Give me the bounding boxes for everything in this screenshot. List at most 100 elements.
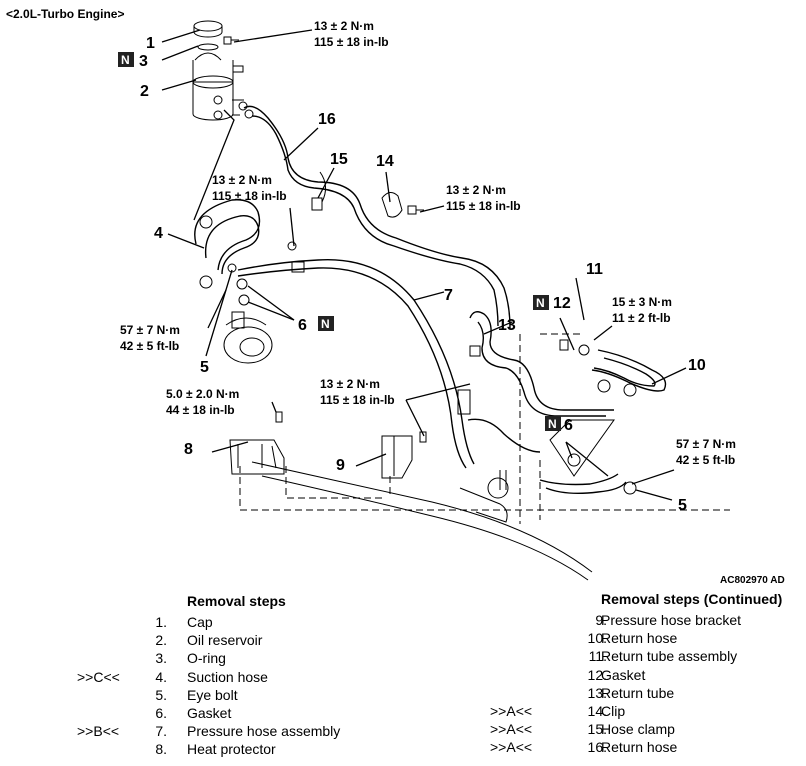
- torque-imperial: 115 ± 18 in-lb: [212, 189, 287, 203]
- return-tube-13: [469, 311, 614, 411]
- step-text: Hose clamp: [601, 721, 675, 738]
- torque-imperial: 115 ± 18 in-lb: [314, 35, 389, 49]
- torque-imperial: 42 ± 5 ft-lb: [120, 339, 179, 353]
- new-part-badge: [545, 416, 561, 431]
- service-marker: >>A<<: [490, 721, 533, 738]
- torque-imperial: 11 ± 2 ft-lb: [612, 311, 671, 325]
- step-number: 13.: [587, 684, 607, 701]
- new-part-badge: [318, 316, 334, 331]
- torque-nm: 13 ± 2 N·m: [320, 377, 380, 391]
- heat-protector-8: [229, 411, 285, 475]
- callout-13: 13: [498, 317, 516, 334]
- engine-label: <2.0L-Turbo Engine>: [6, 7, 124, 21]
- step-number: 7.: [155, 723, 167, 740]
- torque-specs: 13 ± 2 N·m 115 ± 18 in-lb 13 ± 2 N·m 115…: [120, 19, 736, 467]
- removal-step-row: >>A<< 16.Return hose: [420, 738, 806, 756]
- callout-6: 6: [564, 417, 573, 434]
- torque-imperial: 115 ± 18 in-lb: [446, 199, 521, 213]
- step-number: 5.: [155, 686, 167, 703]
- callout-5: 5: [678, 497, 687, 514]
- reservoir-bolt: [223, 36, 239, 45]
- step-text: Cap: [187, 614, 213, 630]
- step-number: 4.: [155, 668, 167, 685]
- removal-step-row: 10.Return hose: [420, 629, 806, 647]
- callout-16: 16: [318, 111, 336, 128]
- step-text: Oil reservoir: [187, 632, 263, 649]
- new-part-badge: [118, 52, 134, 67]
- steering-rack: [251, 461, 593, 581]
- callout-14: 14: [376, 153, 394, 170]
- step-text: Return hose: [601, 739, 678, 756]
- pressure-hose-bracket-9: [381, 431, 427, 479]
- dashed-guides: [239, 333, 730, 524]
- step-text: Return tube assembly: [601, 648, 738, 665]
- hose-routing-diagram: <2.0L-Turbo Engine>: [6, 7, 785, 586]
- removal-step-row: 13.Return tube: [420, 684, 806, 702]
- step-text: Eye bolt: [187, 686, 238, 703]
- removal-step-row: 1. Cap: [0, 613, 400, 631]
- callout-10: 10: [688, 357, 706, 374]
- removal-step-row: 2. Oil reservoir: [0, 631, 400, 649]
- step-text: Heat protector: [187, 741, 276, 758]
- callout-8: 8: [184, 441, 193, 458]
- torque-nm: 57 ± 7 N·m: [676, 437, 736, 451]
- step-number: 10.: [587, 630, 607, 647]
- step-number: 16.: [587, 739, 607, 756]
- return-hose-16: [243, 105, 511, 329]
- torque-nm: 13 ± 2 N·m: [212, 173, 272, 187]
- suction-hose-4: [194, 199, 261, 271]
- removal-step-row: >>C<< 4. Suction hose: [0, 668, 400, 686]
- leader-lines: [161, 29, 687, 501]
- step-number: 1.: [155, 614, 167, 630]
- callout-7: 7: [444, 287, 453, 304]
- removal-step-row: 6.Gasket: [0, 704, 400, 722]
- callout-9: 9: [336, 457, 345, 474]
- removal-step-row: 3.O-ring: [0, 649, 400, 667]
- removal-step-row: 5. Eye bolt: [0, 686, 400, 704]
- step-text: O-ring: [187, 650, 226, 667]
- step-text: Pressure hose assembly: [187, 723, 341, 740]
- new-part-badge-text: N: [536, 296, 545, 310]
- removal-step-row: >>A<<14.Clip: [420, 702, 806, 720]
- callout-1: 1: [146, 35, 155, 52]
- step-text: Return tube: [601, 684, 675, 701]
- step-number: 2.: [155, 632, 167, 649]
- step-text: Clip: [601, 702, 626, 719]
- removal-step-row: 8. Heat protector: [0, 740, 400, 758]
- removal-steps-title: Removal steps: [187, 593, 286, 609]
- callout-3: 3: [139, 53, 148, 70]
- new-part-badge-text: N: [548, 417, 557, 431]
- step-text: Suction hose: [187, 668, 268, 685]
- removal-step-row: 12.Gasket: [420, 666, 806, 684]
- service-marker: >>C<<: [77, 668, 120, 685]
- torque-imperial: 44 ± 18 in-lb: [166, 403, 235, 417]
- removal-step-row: >>A<< 15.Hose clamp: [420, 720, 806, 738]
- step-text: Pressure hose bracket: [601, 612, 742, 628]
- hose-clamp-15: [311, 171, 326, 211]
- torque-nm: 5.0 ± 2.0 N·m: [166, 387, 239, 401]
- removal-steps-continued-title: Removal steps (Continued): [601, 591, 783, 607]
- callout-6: 6: [298, 317, 307, 334]
- step-number: 15.: [587, 721, 607, 738]
- service-marker: >>A<<: [490, 702, 533, 719]
- power-steering-pump: [223, 263, 273, 364]
- step-text: Gasket: [601, 666, 646, 683]
- callout-2: 2: [140, 83, 149, 100]
- callout-numbers: 1 3 2 16 15 14 4 11 12 7 6 13 10 5 8 9 6…: [139, 35, 706, 514]
- service-marker: >>A<<: [490, 739, 533, 756]
- new-part-badge: [533, 295, 549, 310]
- callout-5: 5: [200, 359, 209, 376]
- callout-4: 4: [154, 225, 163, 242]
- step-text: Return hose: [601, 630, 678, 647]
- figure-code: AC802970 AD: [720, 575, 785, 586]
- return-hose-10: [591, 349, 667, 392]
- removal-steps-right: Removal steps (Continued) 9.Pressure hos…: [420, 591, 806, 757]
- step-number: 8.: [155, 741, 167, 758]
- torque-imperial: 42 ± 5 ft-lb: [676, 453, 735, 467]
- removal-step-row: 9.Pressure hose bracket: [420, 611, 806, 629]
- callout-11: 11: [586, 261, 603, 278]
- torque-nm: 15 ± 3 N·m: [612, 295, 672, 309]
- service-marker: >>B<<: [77, 723, 120, 740]
- removal-step-row: >>B<< 7. Pressure hose assembly: [0, 722, 400, 740]
- step-text: Gasket: [187, 704, 232, 721]
